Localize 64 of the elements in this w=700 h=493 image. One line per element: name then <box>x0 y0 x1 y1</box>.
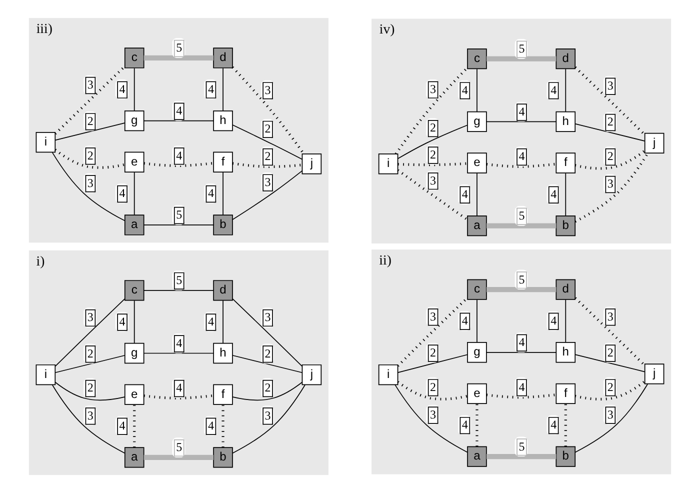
edge-label: 2 <box>264 380 271 395</box>
edge-label: 4 <box>462 314 468 328</box>
edge-label: 2 <box>607 114 614 129</box>
edge-label: 2 <box>607 380 614 394</box>
edge-label: 4 <box>119 186 126 200</box>
edge-label: 4 <box>550 82 557 97</box>
edge-label: 5 <box>518 42 525 56</box>
edge-label: 4 <box>462 82 468 97</box>
edge-label: 3 <box>87 176 94 190</box>
edge-label: 3 <box>430 309 436 324</box>
edge-label: 3 <box>430 173 436 188</box>
edge-label: 5 <box>518 439 525 454</box>
edge-label: 3 <box>264 408 271 422</box>
edge-label: 3 <box>607 309 614 324</box>
edge-label: 3 <box>264 174 271 189</box>
edge-label: 5 <box>518 272 525 286</box>
edge-label: 2 <box>430 345 436 360</box>
edge-label: 4 <box>119 314 126 328</box>
edge-label: 4 <box>208 82 214 96</box>
edge-label: 4 <box>176 380 182 395</box>
edge-label: 4 <box>518 380 525 394</box>
edge-label: 4 <box>119 418 126 433</box>
edge-label: 2 <box>87 380 94 395</box>
edge-label: 4 <box>518 149 525 164</box>
edge-label: 4 <box>176 336 182 350</box>
edge-label: 4 <box>550 187 557 202</box>
edge-label: 3 <box>430 407 436 422</box>
edge-label: 5 <box>176 273 182 288</box>
edge-label: 2 <box>430 120 436 135</box>
edge-label: 2 <box>264 346 271 360</box>
edge-label: 5 <box>176 440 182 454</box>
edge-label: 3 <box>264 82 271 97</box>
edge-label: 4 <box>208 314 214 328</box>
edge-label: 2 <box>87 148 94 162</box>
edge-label: 2 <box>87 114 94 128</box>
edge-label: 2 <box>87 346 94 360</box>
edge-label: 2 <box>430 147 436 162</box>
edge-label: 3 <box>430 82 436 96</box>
edge-label: 3 <box>264 310 271 324</box>
edge-label: 3 <box>87 408 94 422</box>
edge-label: 5 <box>176 40 182 55</box>
edge-label: 3 <box>607 78 614 93</box>
edge-label: 3 <box>87 78 94 92</box>
edge-label: 4 <box>119 82 126 96</box>
edge-label: 4 <box>176 104 182 118</box>
edge-label: 3 <box>87 310 94 324</box>
edge-label: 4 <box>518 335 525 350</box>
edge-label: 3 <box>607 176 614 191</box>
edge-label: 4 <box>550 314 557 328</box>
edge-label: 4 <box>176 148 182 162</box>
edge-label: 4 <box>462 418 468 432</box>
edge-label: 2 <box>607 345 614 360</box>
edge-label: 3 <box>607 407 614 422</box>
edge-label: 4 <box>208 186 214 200</box>
edge-label: 2 <box>607 149 614 164</box>
edge-label: 5 <box>518 208 525 223</box>
edge-label: 2 <box>430 380 436 394</box>
edge-label: 2 <box>264 149 271 164</box>
edge-label: 5 <box>176 208 182 222</box>
edge-label: 4 <box>462 187 468 202</box>
edge-label: 4 <box>550 418 557 432</box>
edge-label: 4 <box>208 418 214 433</box>
edge-label: 2 <box>264 122 271 136</box>
edge-label: 4 <box>518 104 525 118</box>
